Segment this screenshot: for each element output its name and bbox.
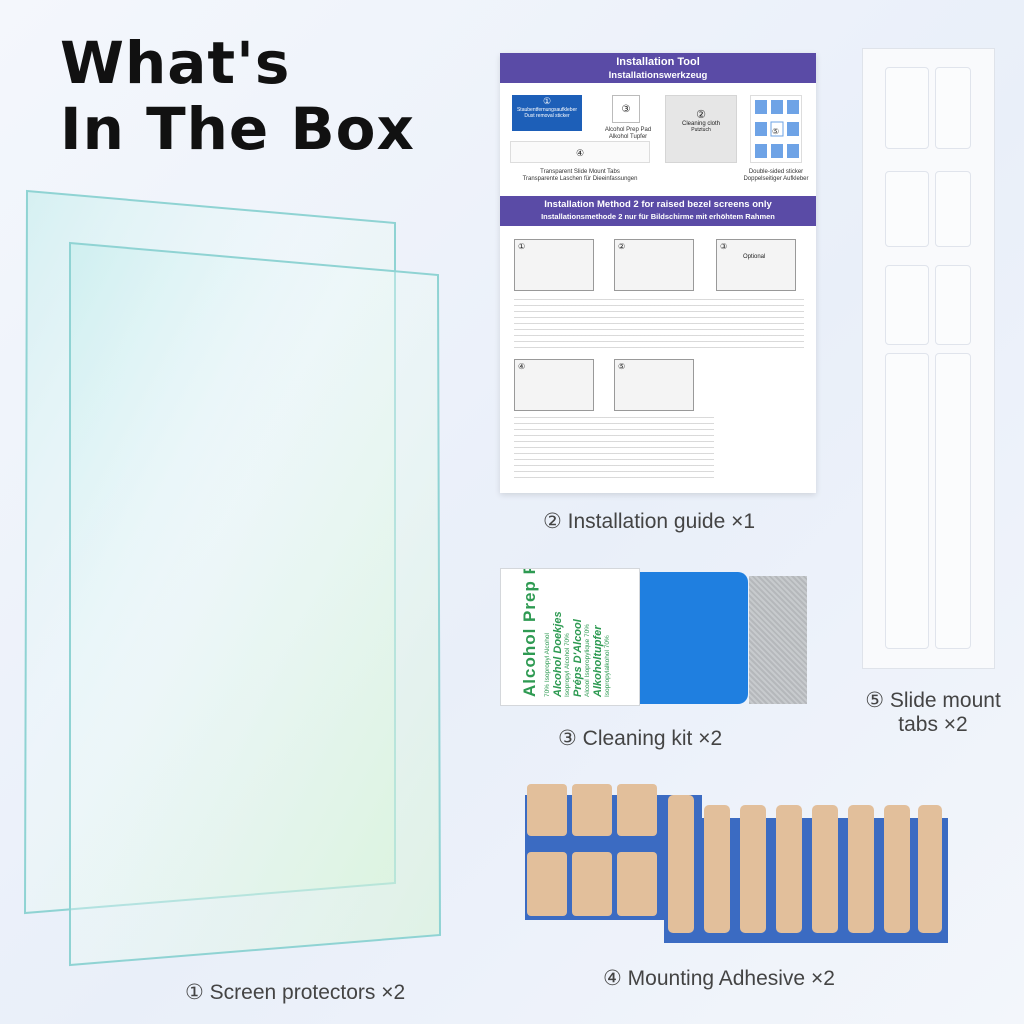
dust-sticker: ① Staubentfernungsaufkleber Dust removal…	[512, 95, 582, 131]
tool1-de: Staubentfernungsaufkleber	[516, 107, 578, 113]
step-text-lines	[514, 299, 804, 349]
guide-header: Installation Tool Installationswerkzeug	[500, 53, 816, 83]
alcohol-pad-line-g: Isopropylalkohol 70%	[604, 635, 611, 697]
alcohol-pad-name: Alcohol Prep Pad	[520, 569, 539, 697]
tool4-en: Transparent Slide Mount Tabs	[540, 169, 620, 175]
alcohol-pad-line-a: 70% Isopropyl Alcohol	[544, 632, 551, 697]
tool4-number: ④	[575, 148, 585, 158]
screen-protectors	[20, 185, 445, 975]
alcohol-pad-line-d: Préps D'Alcool	[572, 618, 584, 697]
step-text-lines-2	[514, 417, 714, 483]
caption-mounting-adhesive: ④ Mounting Adhesive ×2	[603, 967, 835, 990]
adhesive-strip	[704, 805, 730, 933]
tool2-de: Putztuch	[691, 127, 711, 133]
alcohol-pad-text: Alcohol Prep Pad 70% Isopropyl Alcohol A…	[520, 540, 611, 698]
step-5-diagram: ⑤	[614, 359, 694, 411]
alcohol-prep-pad: Alcohol Prep Pad 70% Isopropyl Alcohol A…	[500, 540, 640, 706]
dust-removal-sticker	[628, 572, 748, 704]
adhesive-strip	[884, 805, 910, 933]
tool5-text: Double-sided sticker Doppelseitiger Aufk…	[740, 169, 812, 183]
step-1-diagram: ①	[514, 239, 594, 291]
step-3-diagram: ③ Optional	[716, 239, 796, 291]
caption-cleaning-kit: ③ Cleaning kit ×2	[558, 727, 723, 750]
alcohol-pad-line-b: Alcohol Doekjes	[552, 611, 564, 698]
alcohol-pad-line-f: Alkoholtupfer	[592, 625, 604, 698]
tool4-text: Transparent Slide Mount Tabs Transparent…	[510, 169, 650, 183]
step-3-number: ③	[720, 242, 728, 251]
sticker-grid	[755, 100, 799, 158]
adhesive-strip	[848, 805, 874, 933]
step-4-diagram: ④	[514, 359, 594, 411]
adhesive-chip	[572, 784, 612, 836]
page-title: What's In The Box	[60, 30, 415, 162]
adhesive-strip	[812, 805, 838, 933]
tab-cell	[885, 265, 929, 345]
guide-header-en: Installation Tool	[616, 56, 700, 68]
tab-cell	[885, 67, 929, 149]
tab-cell-long	[935, 353, 971, 649]
tool3-text: Alcohol Prep Pad Alkohol Tupfer	[598, 127, 658, 141]
adhesive-strip	[668, 795, 694, 933]
tool4-de: Transparente Laschen für Dieeinfassungen	[522, 176, 638, 182]
adhesive-chip	[572, 852, 612, 916]
tab-cell-long	[885, 353, 929, 649]
alcohol-pad-line-c: Isopropyl Alcohol 70%	[564, 633, 571, 697]
caption-screen-protectors: ① Screen protectors ×2	[185, 981, 406, 1004]
title-line-1: What's	[60, 29, 291, 97]
tool5-en: Double-sided sticker	[748, 169, 804, 175]
double-sided-sticker-icon	[750, 95, 802, 163]
step-2-diagram: ②	[614, 239, 694, 291]
tool3-de: Alkohol Tupfer	[608, 134, 648, 140]
adhesive-chip	[617, 852, 657, 916]
adhesive-strip	[918, 805, 942, 933]
screen-protector-sheets	[23, 189, 442, 967]
adhesive-chip	[617, 784, 657, 836]
tab-cell	[935, 265, 971, 345]
cleaning-cloth-icon: ② Cleaning cloth Putztuch	[665, 95, 737, 163]
slide-mount-tabs-icon: ④	[510, 141, 650, 163]
caption-installation-guide: ② Installation guide ×1	[543, 510, 756, 533]
step-1-number: ①	[518, 242, 526, 251]
caption-slide-mount-line2: tabs ×2	[898, 713, 968, 736]
tab-cell	[935, 171, 971, 247]
step-4-number: ④	[518, 362, 526, 371]
guide-method-band: Installation Method 2 for raised bezel s…	[500, 196, 816, 226]
prep-pad-icon: ③	[612, 95, 640, 123]
slide-mount-tabs-sheet	[862, 48, 995, 669]
tool5-de: Doppelseitiger Aufkleber	[743, 176, 809, 182]
adhesive-chip	[527, 784, 567, 836]
cleaning-cloth	[749, 576, 807, 704]
adhesive-strip	[776, 805, 802, 933]
adhesive-strip	[740, 805, 766, 933]
step-2-number: ②	[618, 242, 626, 251]
tool5-number: ⑤	[772, 127, 780, 136]
alcohol-pad-line-e: Alcool Isopropylique 70%	[584, 624, 591, 697]
tool2-number: ②	[696, 109, 706, 121]
tool3-en: Alcohol Prep Pad	[604, 127, 652, 133]
tab-cell	[935, 67, 971, 149]
tool2-en: Cleaning cloth	[681, 121, 721, 127]
method-en: Installation Method 2 for raised bezel s…	[544, 199, 772, 210]
tab-cell	[885, 171, 929, 247]
installation-guide: Installation Tool Installationswerkzeug …	[500, 53, 816, 493]
guide-header-de: Installationswerkzeug	[608, 70, 708, 81]
tool3-number: ③	[621, 104, 631, 115]
title-line-2: In The Box	[60, 95, 415, 163]
step-3-optional: Optional	[743, 254, 766, 260]
tool1-en: Dust removal sticker	[524, 113, 570, 119]
adhesive-chip	[527, 852, 567, 916]
method-de: Installationsmethode 2 nur für Bildschir…	[541, 212, 775, 221]
caption-slide-mount-line1: ⑤ Slide mount	[865, 689, 1001, 712]
caption-slide-mount-tabs: ⑤ Slide mount tabs ×2	[858, 688, 1008, 737]
step-5-number: ⑤	[618, 362, 626, 371]
tool1-number: ①	[542, 96, 552, 106]
